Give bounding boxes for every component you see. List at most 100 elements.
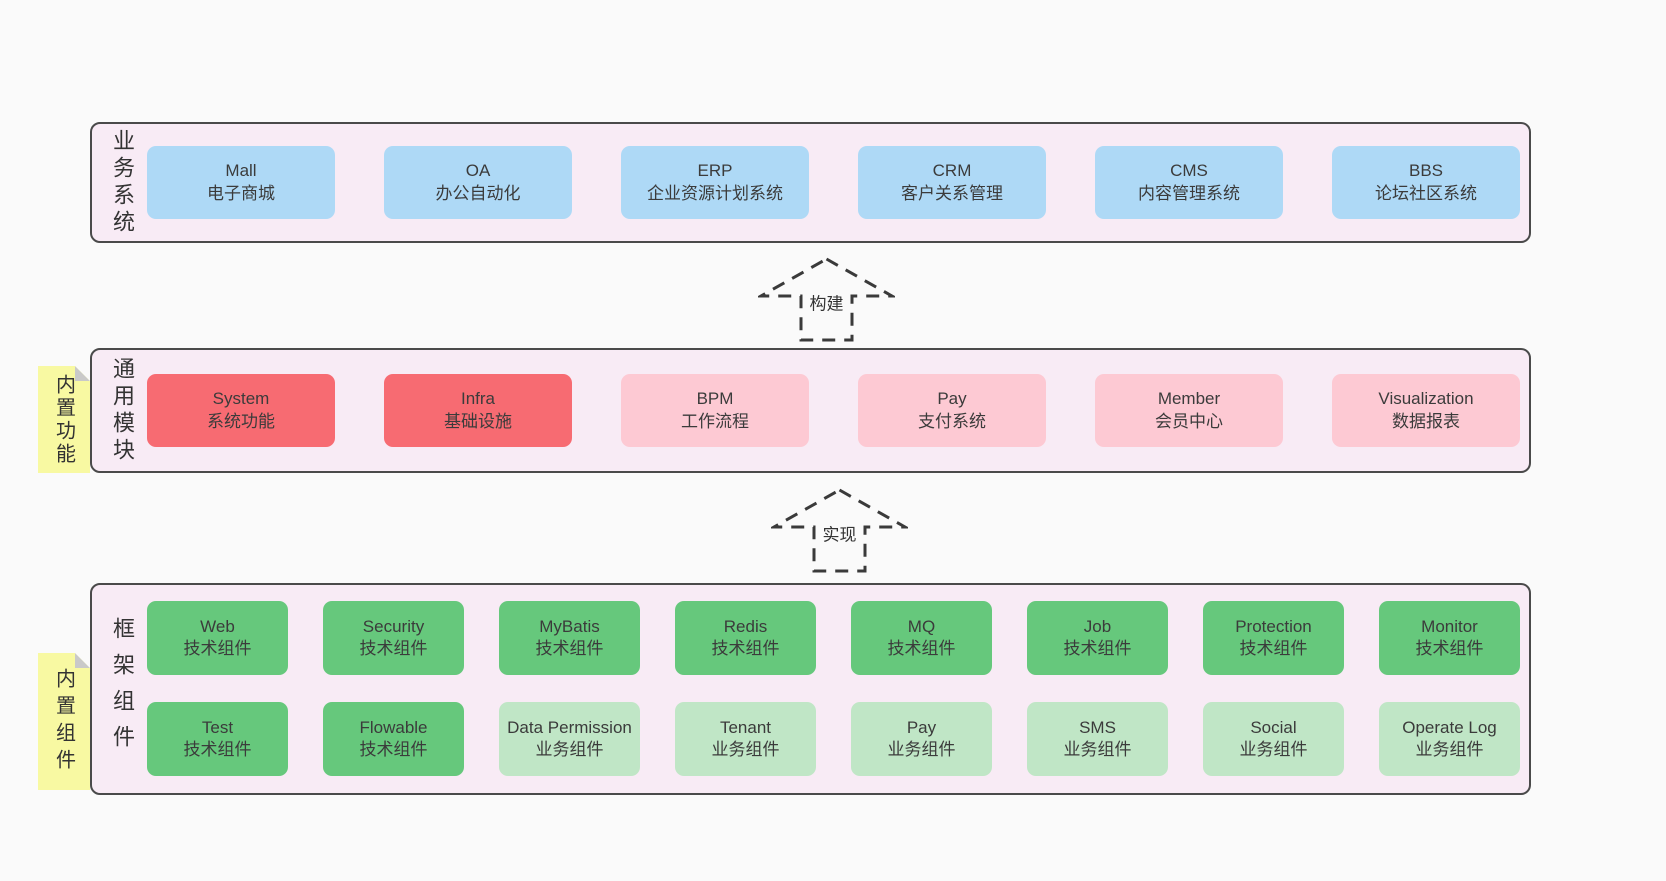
box-subtitle: 业务组件 xyxy=(887,740,956,759)
box-subtitle: 技术组件 xyxy=(183,740,252,759)
box-test: Test 技术组件 xyxy=(147,702,288,776)
box-subtitle: 内容管理系统 xyxy=(1138,183,1240,203)
box-subtitle: 支付系统 xyxy=(918,411,986,431)
box-crm: CRM 客户关系管理 xyxy=(858,146,1046,219)
box-job: Job 技术组件 xyxy=(1027,601,1168,675)
box-title: SMS xyxy=(1079,717,1116,737)
business-box-row: Mall 电子商城 OA 办公自动化 ERP 企业资源计划系统 CRM 客户关系… xyxy=(147,124,1520,241)
components-layer-label: 框架组件 xyxy=(110,617,135,761)
box-title: MQ xyxy=(907,616,936,636)
box-protection: Protection 技术组件 xyxy=(1203,601,1344,675)
box-subtitle: 办公自动化 xyxy=(435,183,521,203)
box-title: Data Permission xyxy=(507,717,632,737)
box-bpm: BPM 工作流程 xyxy=(621,374,809,447)
up-block-arrow-icon xyxy=(758,257,895,342)
box-title: Infra xyxy=(460,389,496,409)
box-title: BPM xyxy=(696,389,734,409)
box-subtitle: 客户关系管理 xyxy=(901,183,1003,203)
box-title: Web xyxy=(200,616,235,636)
box-infra: Infra 基础设施 xyxy=(384,374,572,447)
box-title: Pay xyxy=(906,717,937,737)
box-flowable: Flowable 技术组件 xyxy=(323,702,464,776)
builtin-features-sticky-label: 内置功能 xyxy=(52,373,75,466)
build-arrow: 构建 xyxy=(758,256,895,343)
common-modules-layer: 通用模块 System 系统功能 Infra 基础设施 BPM 工作流程 Pay… xyxy=(90,348,1531,473)
folded-corner-icon xyxy=(75,366,90,381)
box-subtitle: 论坛社区系统 xyxy=(1375,183,1477,203)
builtin-components-sticky-label: 内置组件 xyxy=(52,667,75,776)
builtin-components-sticky: 内置组件 xyxy=(38,653,90,790)
box-subtitle: 技术组件 xyxy=(359,639,428,658)
box-subtitle: 技术组件 xyxy=(1415,639,1484,658)
box-visualization: Visualization 数据报表 xyxy=(1332,374,1520,447)
box-title: System xyxy=(212,389,270,409)
box-operate-log: Operate Log 业务组件 xyxy=(1379,702,1520,776)
box-subtitle: 业务组件 xyxy=(1415,740,1484,759)
builtin-features-sticky: 内置功能 xyxy=(38,366,90,473)
implement-arrow: 实现 xyxy=(771,487,908,574)
box-subtitle: 技术组件 xyxy=(711,639,780,658)
box-title: Security xyxy=(362,616,425,636)
box-title: Job xyxy=(1083,616,1112,636)
box-system: System 系统功能 xyxy=(147,374,335,447)
box-subtitle: 工作流程 xyxy=(681,411,749,431)
box-subtitle: 会员中心 xyxy=(1155,411,1223,431)
box-tenant: Tenant 业务组件 xyxy=(675,702,816,776)
components-grid: Web 技术组件 Security 技术组件 MyBatis 技术组件 Redi… xyxy=(147,601,1520,776)
folded-corner-icon xyxy=(75,653,90,668)
box-erp: ERP 企业资源计划系统 xyxy=(621,146,809,219)
box-title: Social xyxy=(1250,717,1297,737)
box-title: Mall xyxy=(225,161,257,181)
box-subtitle: 技术组件 xyxy=(1063,639,1132,658)
box-sms: SMS 业务组件 xyxy=(1027,702,1168,776)
components-row-2: Test 技术组件 Flowable 技术组件 Data Permission … xyxy=(147,702,1520,776)
box-title: CRM xyxy=(932,161,972,181)
box-security: Security 技术组件 xyxy=(323,601,464,675)
box-member: Member 会员中心 xyxy=(1095,374,1283,447)
box-subtitle: 电子商城 xyxy=(207,183,275,203)
box-subtitle: 业务组件 xyxy=(711,740,780,759)
box-title: Test xyxy=(201,717,234,737)
box-pay-module: Pay 支付系统 xyxy=(858,374,1046,447)
box-oa: OA 办公自动化 xyxy=(384,146,572,219)
box-title: Visualization xyxy=(1378,389,1474,409)
box-title: OA xyxy=(465,161,491,181)
box-title: Monitor xyxy=(1421,616,1478,636)
box-mq: MQ 技术组件 xyxy=(851,601,992,675)
box-title: Operate Log xyxy=(1402,717,1497,737)
box-mybatis: MyBatis 技术组件 xyxy=(499,601,640,675)
box-title: MyBatis xyxy=(539,616,600,636)
box-subtitle: 业务组件 xyxy=(535,740,604,759)
box-title: Member xyxy=(1157,389,1221,409)
modules-box-row: System 系统功能 Infra 基础设施 BPM 工作流程 Pay 支付系统… xyxy=(147,350,1520,471)
box-subtitle: 业务组件 xyxy=(1063,740,1132,759)
business-layer-label: 业务系统 xyxy=(110,128,135,237)
box-mall: Mall 电子商城 xyxy=(147,146,335,219)
up-block-arrow-icon xyxy=(771,488,908,573)
box-title: ERP xyxy=(697,161,733,181)
components-row-1: Web 技术组件 Security 技术组件 MyBatis 技术组件 Redi… xyxy=(147,601,1520,675)
box-subtitle: 业务组件 xyxy=(1239,740,1308,759)
box-subtitle: 技术组件 xyxy=(359,740,428,759)
box-subtitle: 技术组件 xyxy=(887,639,956,658)
box-web: Web 技术组件 xyxy=(147,601,288,675)
box-subtitle: 企业资源计划系统 xyxy=(647,183,783,203)
box-title: Flowable xyxy=(359,717,428,737)
box-title: BBS xyxy=(1408,161,1444,181)
box-redis: Redis 技术组件 xyxy=(675,601,816,675)
box-subtitle: 系统功能 xyxy=(207,411,275,431)
box-pay-component: Pay 业务组件 xyxy=(851,702,992,776)
box-subtitle: 技术组件 xyxy=(1239,639,1308,658)
build-arrow-label: 构建 xyxy=(805,288,848,316)
box-cms: CMS 内容管理系统 xyxy=(1095,146,1283,219)
box-title: Pay xyxy=(937,389,967,409)
box-title: CMS xyxy=(1170,161,1208,181)
box-monitor: Monitor 技术组件 xyxy=(1379,601,1520,675)
box-title: Redis xyxy=(723,616,768,636)
box-title: Protection xyxy=(1235,616,1312,636)
box-subtitle: 技术组件 xyxy=(183,639,252,658)
implement-arrow-label: 实现 xyxy=(818,519,861,547)
modules-layer-label: 通用模块 xyxy=(110,356,135,465)
box-subtitle: 数据报表 xyxy=(1392,411,1460,431)
box-subtitle: 技术组件 xyxy=(535,639,604,658)
